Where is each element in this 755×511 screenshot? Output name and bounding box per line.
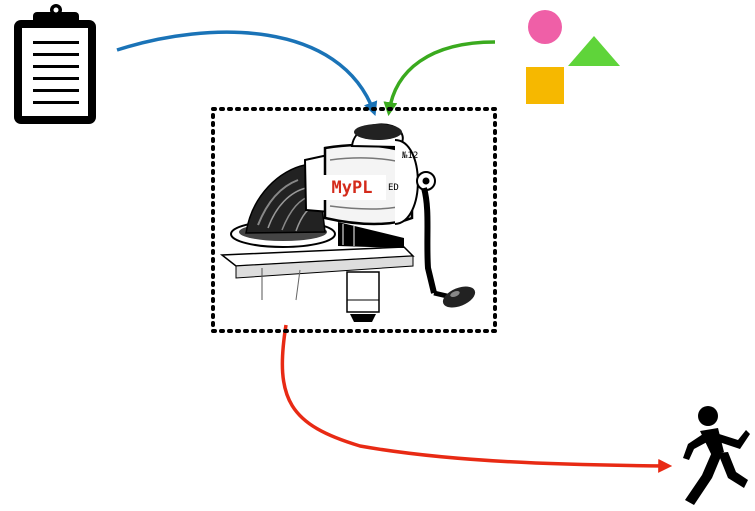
meat-grinder-illustration: №12 ED MyPL bbox=[219, 123, 476, 322]
svg-text:№12: №12 bbox=[401, 151, 418, 161]
green-triangle-shape bbox=[568, 36, 620, 66]
yellow-square-shape bbox=[526, 67, 564, 104]
svg-text:ED: ED bbox=[388, 183, 399, 193]
shapes-icon bbox=[526, 10, 620, 104]
arrow-shapes-to-grinder bbox=[383, 40, 496, 117]
arrow-grinder-to-runner bbox=[280, 324, 673, 473]
mypl-label: MyPL bbox=[332, 178, 373, 198]
arrow-clipboard-to-grinder bbox=[116, 30, 378, 116]
mypl-label-box bbox=[318, 175, 386, 200]
clipboard-icon bbox=[14, 4, 96, 124]
pink-circle-shape bbox=[528, 10, 562, 44]
running-person-icon bbox=[683, 406, 750, 505]
processor-dotted-frame bbox=[211, 107, 497, 333]
